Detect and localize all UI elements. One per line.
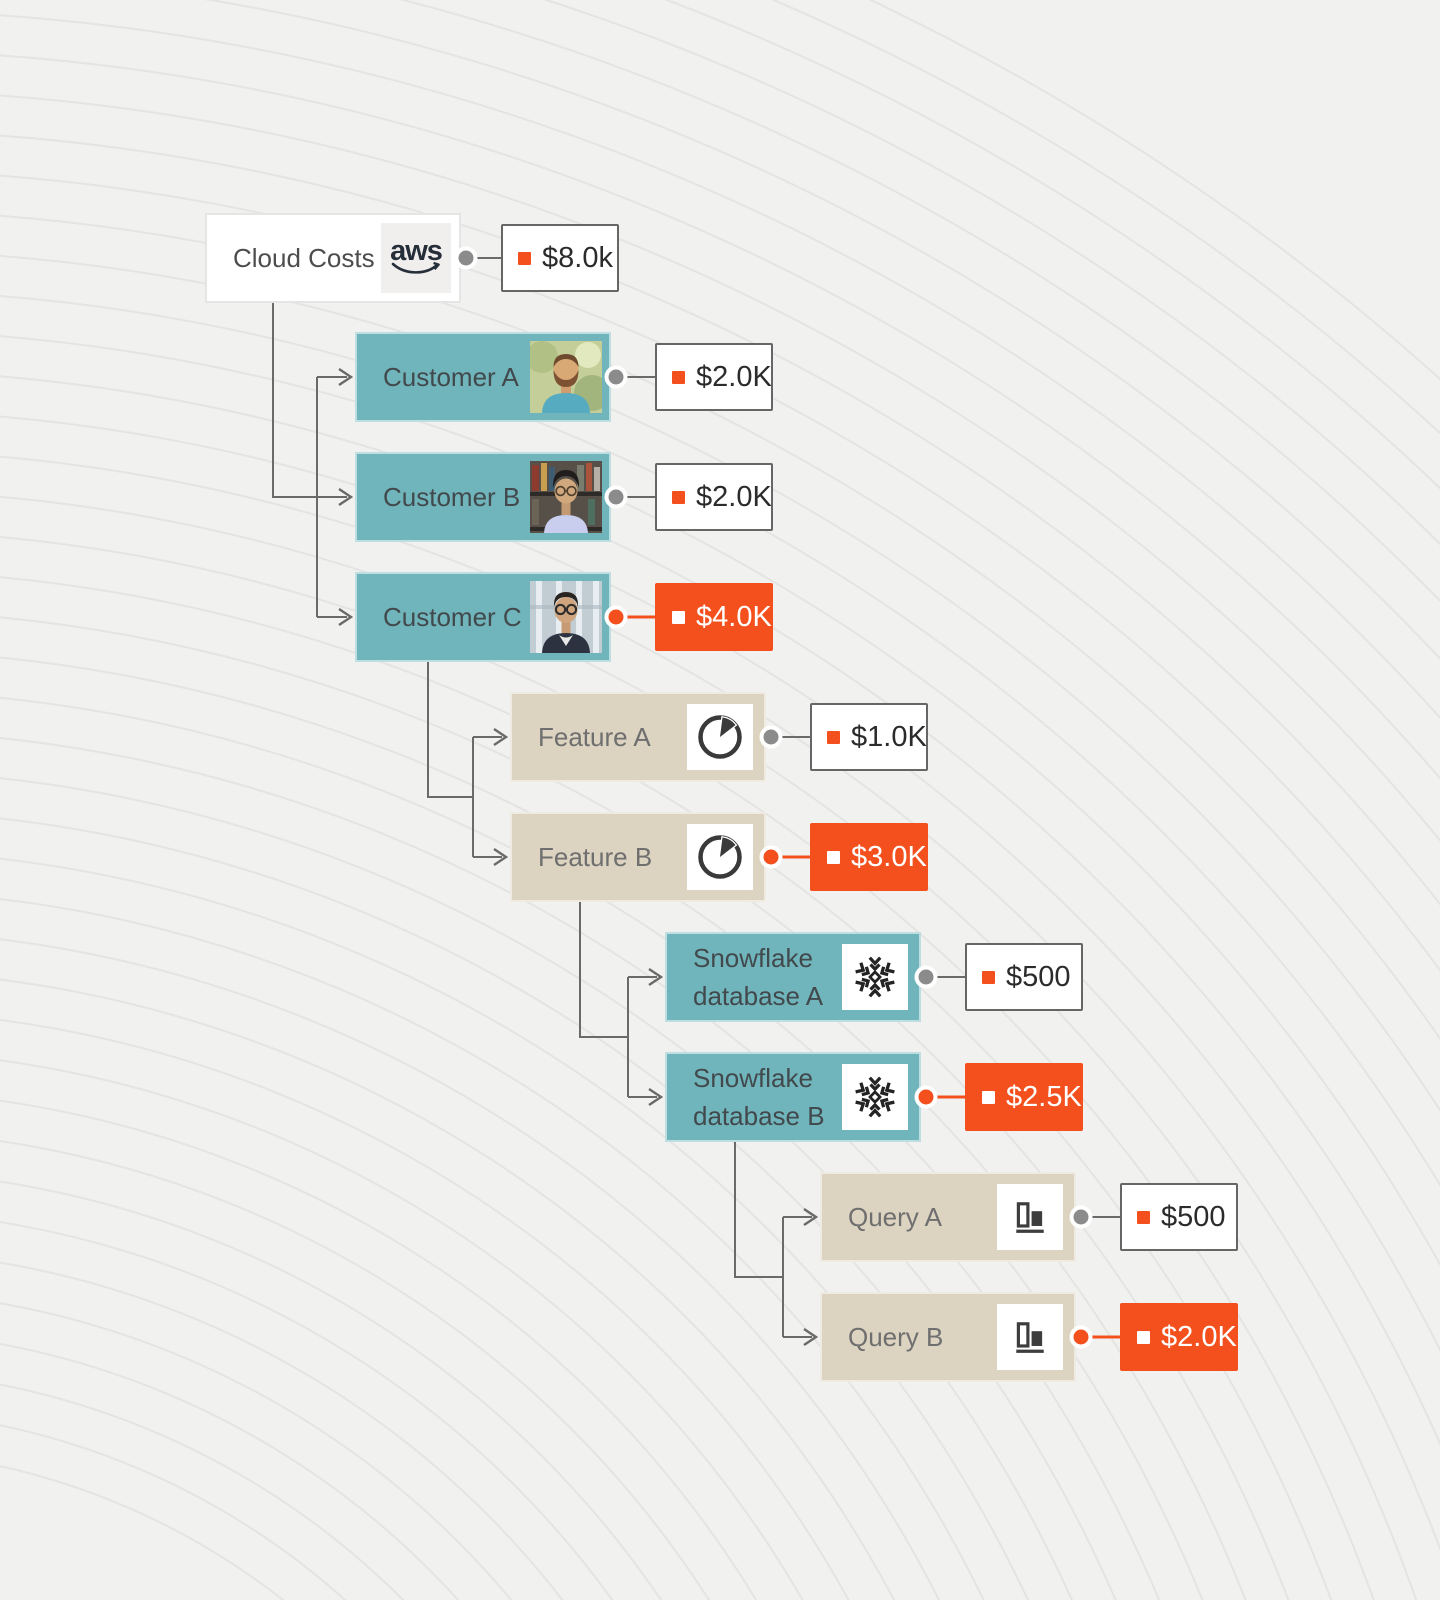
badge-bullet-icon: [672, 490, 685, 504]
arrowhead: [803, 1208, 819, 1226]
cost-badge-customer-b: $2.0K: [655, 463, 773, 531]
badge-amount: $500: [1161, 1200, 1226, 1233]
aws-logo-icon: aws: [381, 223, 451, 293]
node-label: Query B: [848, 1322, 944, 1352]
badge-bullet-icon: [672, 370, 685, 384]
cost-badge-query-b: $2.0K: [1120, 1303, 1238, 1371]
node-label: Cloud Costs: [233, 243, 375, 273]
tree-node-feature-b[interactable]: Feature B: [510, 812, 766, 902]
badge-bullet-icon: [982, 1090, 995, 1104]
badge-amount: $2.0K: [1161, 1320, 1237, 1353]
node-label: Query A: [848, 1202, 942, 1232]
arrowhead: [803, 1328, 819, 1346]
badge-amount: $4.0K: [696, 600, 772, 633]
tree-node-snowflake-database-a[interactable]: Snowflake database A: [665, 932, 921, 1022]
cost-badge-customer-c: $4.0K: [655, 583, 773, 651]
cost-badge-feature-a: $1.0K: [810, 703, 928, 771]
badge-amount: $500: [1006, 960, 1071, 993]
node-label: Customer B: [383, 482, 521, 512]
node-label: Snowflake database A: [693, 943, 824, 1011]
pie-chart-icon: [687, 704, 753, 770]
cost-badge-snowflake-database-b: $2.5K: [965, 1063, 1083, 1131]
arrowhead: [493, 848, 509, 866]
tree-node-customer-c[interactable]: Customer C: [355, 572, 611, 662]
badge-bullet-icon: [1137, 1330, 1150, 1344]
tree-node-query-b[interactable]: Query B: [820, 1292, 1076, 1382]
badge-amount: $3.0K: [851, 840, 927, 873]
snowflake-icon: [842, 1064, 908, 1130]
pie-chart-icon: [687, 824, 753, 890]
cost-badge-query-a: $500: [1120, 1183, 1238, 1251]
tree-node-customer-a[interactable]: Customer A: [355, 332, 611, 422]
node-label: Feature A: [538, 722, 651, 752]
customer-a-avatar: [530, 341, 602, 413]
arrowhead: [493, 728, 509, 746]
badge-bullet-icon: [827, 730, 840, 744]
arrowhead: [338, 368, 354, 386]
badge-bullet-icon: [982, 970, 995, 984]
arrowhead: [338, 488, 354, 506]
node-label: Customer A: [383, 362, 519, 392]
badge-bullet-icon: [672, 610, 685, 624]
tree-node-customer-b[interactable]: Customer B: [355, 452, 611, 542]
node-label: Feature B: [538, 842, 653, 872]
badge-bullet-icon: [518, 251, 531, 265]
customer-b-avatar: [530, 461, 602, 533]
arrowhead: [338, 608, 354, 626]
badge-amount: $2.0K: [696, 480, 772, 513]
cost-badge-cloud-costs: $8.0k: [501, 224, 619, 292]
badge-amount: $2.0K: [696, 360, 772, 393]
cost-badge-snowflake-database-a: $500: [965, 943, 1083, 1011]
arrowhead: [648, 1088, 664, 1106]
tree-node-snowflake-database-b[interactable]: Snowflake database B: [665, 1052, 921, 1142]
aws-smile-arrow: [391, 262, 440, 274]
tree-node-cloud-costs[interactable]: Cloud Costs aws: [205, 213, 461, 303]
cost-badge-customer-a: $2.0K: [655, 343, 773, 411]
arrowhead: [648, 968, 664, 986]
bar-chart-icon: [997, 1184, 1063, 1250]
badge-bullet-icon: [827, 850, 840, 864]
tree-node-feature-a[interactable]: Feature A: [510, 692, 766, 782]
cost-badge-feature-b: $3.0K: [810, 823, 928, 891]
badge-amount: $1.0K: [851, 720, 927, 753]
tree-node-query-a[interactable]: Query A: [820, 1172, 1076, 1262]
node-label: Snowflake database B: [693, 1063, 825, 1131]
badge-bullet-icon: [1137, 1210, 1150, 1224]
node-label: Customer C: [383, 602, 522, 632]
badge-amount: $8.0k: [542, 241, 613, 274]
aws-wordmark: aws: [390, 235, 443, 267]
snowflake-icon: [842, 944, 908, 1010]
badge-amount: $2.5K: [1006, 1080, 1082, 1113]
customer-c-avatar: [530, 581, 602, 653]
bar-chart-icon: [997, 1304, 1063, 1370]
